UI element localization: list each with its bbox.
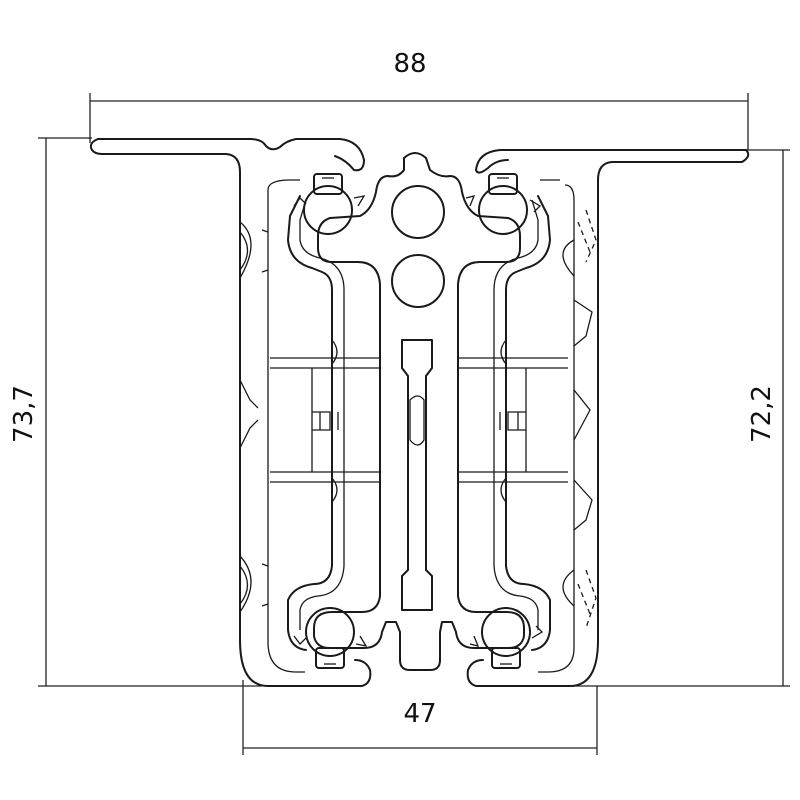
ball-bearing-top-right — [465, 173, 542, 235]
middle-rail-right — [458, 195, 568, 651]
left-rail-bumps — [239, 221, 269, 613]
right-height-label: 72,2 — [747, 385, 777, 443]
right-rail-dashed — [562, 209, 597, 629]
middle-rail-left — [270, 195, 380, 651]
inner-rail — [313, 152, 525, 671]
bottom-width-label: 47 — [403, 699, 436, 729]
outer-rail-profile — [89, 138, 750, 687]
upper-hole — [391, 185, 445, 239]
ball-bearing-bottom-right — [469, 607, 544, 669]
top-width-label: 88 — [393, 49, 426, 79]
ball-bearing-top-left — [293, 173, 366, 235]
dimension-lines — [38, 93, 790, 755]
lower-hole — [391, 254, 445, 308]
left-height-label: 73,7 — [9, 385, 39, 443]
ball-bearing-bottom-left — [293, 607, 368, 669]
